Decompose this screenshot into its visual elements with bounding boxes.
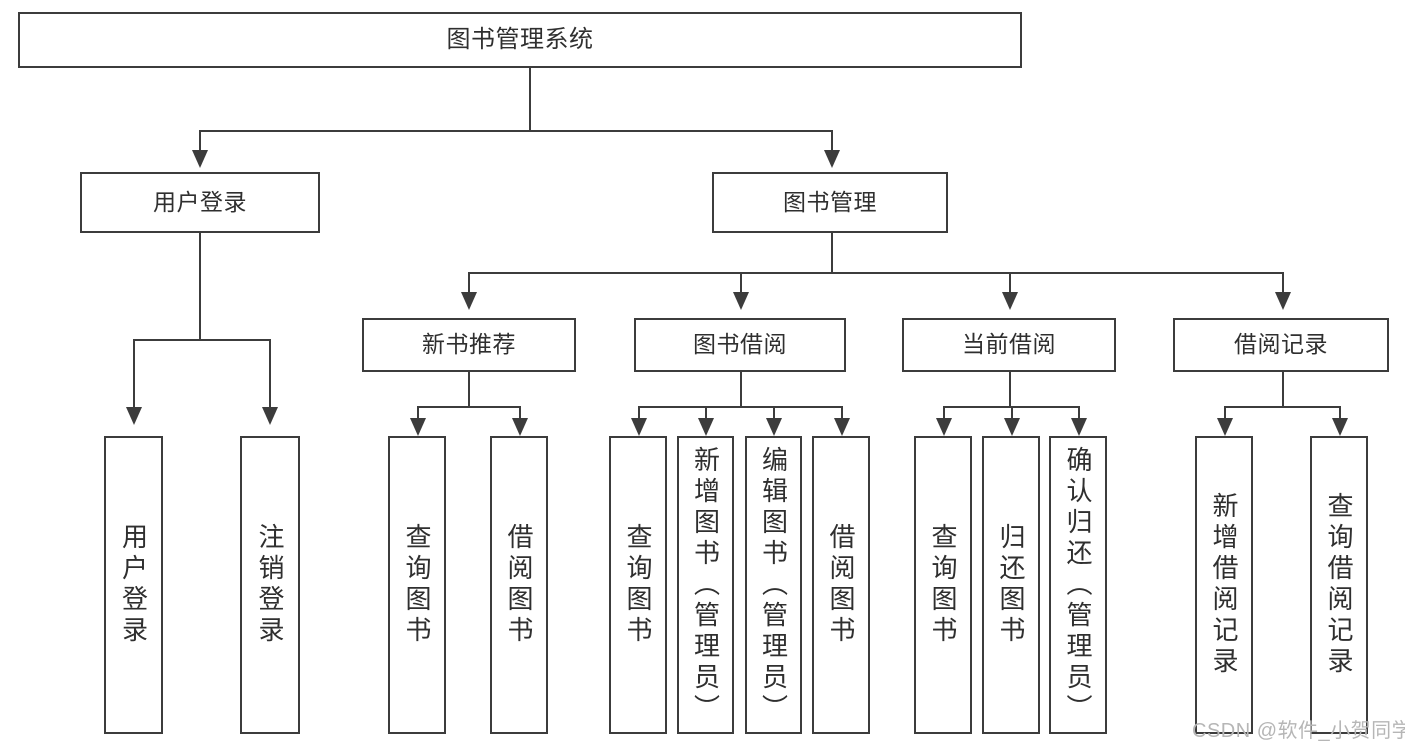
leaf-edit-book-admin[interactable]: 编辑图书（管理员） bbox=[745, 436, 802, 734]
node-label: 归还图书 bbox=[996, 523, 1026, 647]
connector-records-stem bbox=[1282, 372, 1284, 406]
connector-userlogin-stem bbox=[199, 233, 201, 339]
leaf-borrow-books-borrowing[interactable]: 借阅图书 bbox=[812, 436, 870, 734]
connector-level2-drop-1 bbox=[199, 130, 201, 152]
leaf-query-borrow-record[interactable]: 查询借阅记录 bbox=[1310, 436, 1368, 734]
node-label: 当前借阅 bbox=[962, 331, 1056, 358]
connector-level3-drop-1 bbox=[468, 272, 470, 294]
leaf-user-login[interactable]: 用户登录 bbox=[104, 436, 163, 734]
node-root-library-system[interactable]: 图书管理系统 bbox=[18, 12, 1022, 68]
connector-borrowing-drop-3 bbox=[773, 406, 775, 420]
connector-userlogin-bus bbox=[133, 339, 269, 341]
node-label: 查询图书 bbox=[402, 523, 432, 647]
leaf-add-book-admin[interactable]: 新增图书（管理员） bbox=[677, 436, 734, 734]
csdn-watermark: CSDN @软件_小贺同学 bbox=[1192, 720, 1405, 742]
arrowhead-current-2 bbox=[1004, 418, 1020, 436]
node-label: 图书管理系统 bbox=[446, 25, 594, 53]
arrowhead-level3-1 bbox=[461, 292, 477, 310]
arrowhead-borrowing-4 bbox=[834, 418, 850, 436]
arrowhead-level3-2 bbox=[733, 292, 749, 310]
arrowhead-level3-3 bbox=[1002, 292, 1018, 310]
node-label: 编辑图书（管理员） bbox=[758, 445, 789, 725]
connector-userlogin-drop-2 bbox=[269, 339, 271, 409]
node-label: 新书推荐 bbox=[422, 331, 516, 358]
connector-records-drop-2 bbox=[1339, 406, 1341, 420]
connector-borrowing-bus bbox=[638, 406, 841, 408]
node-label: 确认归还（管理员） bbox=[1063, 445, 1093, 725]
arrowhead-records-2 bbox=[1332, 418, 1348, 436]
leaf-confirm-return-admin[interactable]: 确认归还（管理员） bbox=[1049, 436, 1107, 734]
connector-level3-drop-3 bbox=[1009, 272, 1011, 294]
connector-records-bus bbox=[1224, 406, 1339, 408]
connector-current-drop-1 bbox=[943, 406, 945, 420]
node-current-borrowing[interactable]: 当前借阅 bbox=[902, 318, 1116, 372]
connector-newbook-stem bbox=[468, 372, 470, 406]
leaf-borrow-books-recommend[interactable]: 借阅图书 bbox=[490, 436, 548, 734]
node-label: 图书管理 bbox=[783, 188, 877, 215]
arrowhead-borrowing-1 bbox=[631, 418, 647, 436]
connector-level2-drop-2 bbox=[831, 130, 833, 152]
connector-newbook-bus bbox=[417, 406, 519, 408]
leaf-logout[interactable]: 注销登录 bbox=[240, 436, 300, 734]
node-label: 借阅图书 bbox=[826, 523, 856, 647]
arrowhead-borrowing-2 bbox=[698, 418, 714, 436]
connector-level3-drop-2 bbox=[740, 272, 742, 294]
leaf-add-borrow-record[interactable]: 新增借阅记录 bbox=[1195, 436, 1253, 734]
node-user-login[interactable]: 用户登录 bbox=[80, 172, 320, 233]
connector-newbook-drop-1 bbox=[417, 406, 419, 420]
node-label: 注销登录 bbox=[255, 523, 285, 647]
node-label: 新增图书（管理员） bbox=[690, 445, 721, 725]
node-label: 新增借阅记录 bbox=[1209, 492, 1239, 678]
connector-current-drop-2 bbox=[1011, 406, 1013, 420]
node-book-management[interactable]: 图书管理 bbox=[712, 172, 948, 233]
connector-level2-bus bbox=[199, 130, 831, 132]
connector-borrowing-drop-1 bbox=[638, 406, 640, 420]
connector-userlogin-drop-1 bbox=[133, 339, 135, 409]
connector-borrowing-drop-4 bbox=[841, 406, 843, 420]
node-new-book-recommendation[interactable]: 新书推荐 bbox=[362, 318, 576, 372]
arrowhead-newbook-1 bbox=[410, 418, 426, 436]
connector-records-drop-1 bbox=[1224, 406, 1226, 420]
arrowhead-level2-2 bbox=[824, 150, 840, 168]
node-label: 借阅图书 bbox=[504, 523, 534, 647]
leaf-query-books-current[interactable]: 查询图书 bbox=[914, 436, 972, 734]
connector-current-bus bbox=[943, 406, 1078, 408]
arrowhead-current-3 bbox=[1071, 418, 1087, 436]
arrowhead-records-1 bbox=[1217, 418, 1233, 436]
node-label: 图书借阅 bbox=[693, 331, 787, 358]
node-label: 查询图书 bbox=[623, 523, 653, 647]
arrowhead-level3-4 bbox=[1275, 292, 1291, 310]
node-label: 查询图书 bbox=[928, 523, 958, 647]
connector-current-stem bbox=[1009, 372, 1011, 406]
connector-current-drop-3 bbox=[1078, 406, 1080, 420]
arrowhead-borrowing-3 bbox=[766, 418, 782, 436]
connector-bookmgmt-stem bbox=[831, 233, 833, 272]
connector-borrowing-stem bbox=[740, 372, 742, 406]
leaf-query-books-recommend[interactable]: 查询图书 bbox=[388, 436, 446, 734]
leaf-query-books-borrowing[interactable]: 查询图书 bbox=[609, 436, 667, 734]
arrowhead-userlogin-2 bbox=[262, 407, 278, 425]
node-borrowing-records[interactable]: 借阅记录 bbox=[1173, 318, 1389, 372]
connector-newbook-drop-2 bbox=[519, 406, 521, 420]
node-label: 用户登录 bbox=[118, 523, 149, 647]
connector-level3-bus bbox=[468, 272, 1282, 274]
connector-root-stem bbox=[529, 68, 531, 130]
node-label: 借阅记录 bbox=[1234, 331, 1328, 358]
connector-borrowing-drop-2 bbox=[705, 406, 707, 420]
arrowhead-newbook-2 bbox=[512, 418, 528, 436]
node-label: 用户登录 bbox=[153, 188, 247, 215]
connector-level3-drop-4 bbox=[1282, 272, 1284, 294]
leaf-return-books[interactable]: 归还图书 bbox=[982, 436, 1040, 734]
arrowhead-current-1 bbox=[936, 418, 952, 436]
node-label: 查询借阅记录 bbox=[1324, 492, 1354, 678]
node-book-borrowing[interactable]: 图书借阅 bbox=[634, 318, 846, 372]
arrowhead-level2-1 bbox=[192, 150, 208, 168]
arrowhead-userlogin-1 bbox=[126, 407, 142, 425]
